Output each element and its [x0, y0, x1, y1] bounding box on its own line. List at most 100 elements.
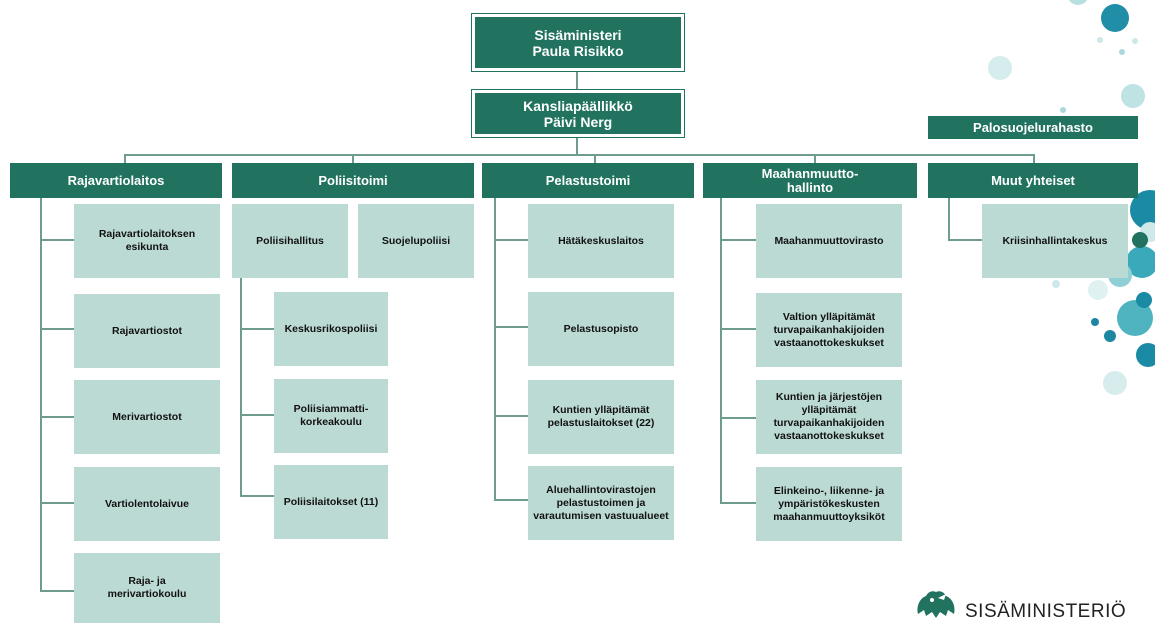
connector [720, 328, 756, 330]
minister-box: Sisäministeri Paula Risikko [471, 13, 685, 72]
unit-label: Kriisinhallintakeskus [1002, 234, 1108, 247]
connector [494, 499, 528, 501]
unit-label: Hätäkeskuslaitos [558, 234, 644, 247]
connector [720, 239, 756, 241]
unit-box: Kuntien ja järjestöjen ylläpitämät turva… [756, 380, 902, 454]
unit-box: Poliisihallitus [232, 204, 348, 278]
connector [720, 417, 756, 419]
unit-box: Hätäkeskuslaitos [528, 204, 674, 278]
unit-box: Keskusrikospoliisi [274, 292, 388, 366]
connector [720, 197, 722, 504]
connector [948, 239, 982, 241]
connector [124, 154, 126, 164]
dept-label: Rajavartiolaitos [67, 172, 165, 188]
dept-maahanmuutto: Maahanmuutto-hallinto [703, 163, 917, 198]
connector [124, 154, 1035, 156]
bubble [1088, 280, 1108, 300]
unit-label: Pelastusopisto [563, 322, 639, 335]
chancellor-name: Päivi Nerg [543, 113, 613, 130]
connector [494, 197, 496, 501]
bubble [1132, 38, 1138, 44]
fund-box: Palosuojelurahasto [928, 116, 1138, 139]
dept-pelastustoimi: Pelastustoimi [482, 163, 694, 198]
bubble [1104, 330, 1116, 342]
unit-box: Suojelupoliisi [358, 204, 474, 278]
bubble [988, 56, 1012, 80]
connector [40, 239, 74, 241]
unit-label: Merivartiostot [112, 410, 182, 423]
bubble [1060, 107, 1066, 113]
bubble [1097, 37, 1103, 43]
minister-name: Paula Risikko [532, 42, 624, 59]
dept-label: Muut yhteiset [991, 172, 1075, 188]
unit-label: Rajavartiolaitoksen esikunta [98, 228, 196, 253]
unit-label: Suojelupoliisi [381, 234, 451, 247]
unit-label: Aluehallintovirastojen pelastustoimen ja… [533, 483, 669, 522]
unit-box: Valtion ylläpitämät turvapaikanhakijoide… [756, 293, 902, 367]
connector [576, 135, 578, 155]
connector [40, 502, 74, 504]
logo [912, 588, 960, 620]
dept-label: Maahanmuutto-hallinto [761, 165, 859, 195]
dept-muut: Muut yhteiset [928, 163, 1138, 198]
unit-label: Poliisihallitus [256, 234, 324, 247]
unit-box: Rajavartiostot [74, 294, 220, 368]
unit-box: Elinkeino-, liikenne- ja ympäristökeskus… [756, 467, 902, 541]
connector [240, 414, 274, 416]
connector [40, 590, 74, 592]
unit-label: Elinkeino-, liikenne- ja ympäristökeskus… [773, 484, 885, 523]
bubble [1132, 232, 1148, 248]
chancellor-box: Kansliapäällikkö Päivi Nerg [471, 89, 685, 138]
logo-text: SISÄMINISTERIÖ [965, 601, 1127, 622]
dept-poliisitoimi: Poliisitoimi [232, 163, 474, 198]
lion-crest-icon [917, 591, 955, 618]
unit-label: Poliisiammatti-korkeakoulu [293, 403, 369, 428]
connector [948, 197, 950, 241]
connector [494, 415, 528, 417]
unit-label: Keskusrikospoliisi [284, 322, 378, 335]
connector [1033, 154, 1035, 164]
unit-label: Kuntien ylläpitämät pelastuslaitokset (2… [547, 404, 655, 429]
unit-box: Pelastusopisto [528, 292, 674, 366]
bubble [1121, 84, 1145, 108]
bubble [1126, 246, 1155, 278]
unit-label: Poliisilaitokset (11) [283, 495, 379, 508]
bubble [1067, 0, 1089, 5]
unit-box: Kuntien ylläpitämät pelastuslaitokset (2… [528, 380, 674, 454]
dept-rajavartiolaitos: Rajavartiolaitos [10, 163, 222, 198]
unit-box: Vartiolentolaivue [74, 467, 220, 541]
unit-label: Kuntien ja järjestöjen ylläpitämät turva… [773, 391, 885, 442]
connector [494, 239, 528, 241]
bubble [1103, 371, 1127, 395]
chancellor-title: Kansliapäällikkö [523, 97, 633, 114]
connector [240, 495, 274, 497]
bubble [1140, 222, 1155, 242]
unit-box: Poliisilaitokset (11) [274, 465, 388, 539]
minister-title: Sisäministeri [534, 26, 622, 43]
dept-label: Poliisitoimi [318, 172, 388, 188]
bubble [1101, 4, 1129, 32]
unit-label: Rajavartiostot [111, 324, 183, 337]
connector [352, 154, 354, 164]
connector [814, 154, 816, 164]
connector [40, 416, 74, 418]
bubble [1136, 292, 1152, 308]
unit-label: Valtion ylläpitämät turvapaikanhakijoide… [773, 310, 885, 349]
unit-box: Aluehallintovirastojen pelastustoimen ja… [528, 466, 674, 540]
unit-box: Raja- ja merivartiokoulu [74, 553, 220, 623]
connector [40, 328, 74, 330]
connector [594, 154, 596, 164]
unit-box: Merivartiostot [74, 380, 220, 454]
bubble [1117, 300, 1153, 336]
connector [240, 278, 242, 497]
unit-box: Poliisiammatti-korkeakoulu [274, 379, 388, 453]
unit-label: Maahanmuuttovirasto [774, 234, 884, 247]
bubble [1052, 280, 1060, 288]
connector [720, 502, 756, 504]
connector [240, 328, 274, 330]
unit-label: Vartiolentolaivue [104, 497, 190, 510]
unit-box: Rajavartiolaitoksen esikunta [74, 204, 220, 278]
bubble [1119, 49, 1125, 55]
dept-label: Pelastustoimi [545, 172, 631, 188]
connector [494, 326, 528, 328]
